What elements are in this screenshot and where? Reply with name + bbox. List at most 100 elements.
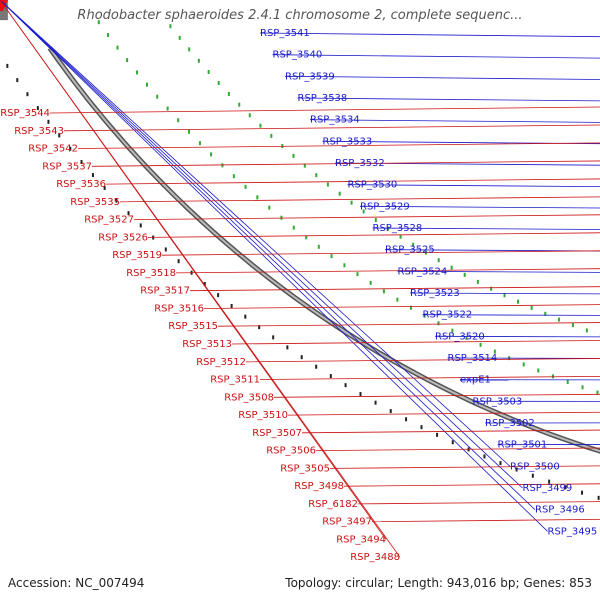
track-dot (305, 235, 308, 240)
topology-text: Topology: circular; Length: 943,016 bp; … (285, 576, 592, 590)
gene-label: RSP_3514 (448, 353, 498, 364)
leader-line (329, 465, 600, 469)
track-dot (221, 163, 224, 168)
track-dot (531, 473, 534, 478)
track-dot (343, 263, 346, 268)
track-dot (197, 58, 200, 63)
gene-label: RSP_3528 (373, 223, 423, 234)
track-dot (91, 173, 94, 178)
leader-line (0, 0, 401, 558)
track-dot (230, 303, 233, 308)
track-dot (232, 174, 235, 179)
track-dot (564, 485, 567, 490)
track-dot (389, 409, 392, 414)
track-dot (272, 335, 275, 340)
track-dot (530, 305, 533, 310)
leader-line (105, 178, 600, 185)
gene-label: RSP_3525 (385, 245, 435, 256)
leader-line (0, 0, 523, 489)
gene-label: RSP_3544 (0, 108, 50, 119)
track-dot (362, 209, 365, 214)
leader-line (372, 227, 600, 230)
track-dot (156, 94, 159, 99)
gene-label: RSP_3515 (168, 321, 218, 332)
leader-line (347, 184, 600, 188)
track-dot (69, 146, 72, 151)
track-dot (80, 160, 83, 165)
gene-label: RSP_3537 (42, 161, 92, 172)
track-dot (581, 385, 584, 390)
leader-line (63, 124, 600, 132)
map-title: Rhodobacter sphaeroides 2.4.1 chromosome… (77, 8, 523, 23)
gene-label: RSP_3538 (298, 93, 348, 104)
track-dot (420, 425, 423, 430)
gene-label: RSP_3501 (498, 440, 548, 451)
track-dot (522, 362, 525, 367)
track-dot (409, 305, 412, 310)
gene-label: RSP_3506 (266, 446, 316, 457)
gene-label: RSP_3517 (140, 286, 190, 297)
gene-label: RSP_3536 (56, 179, 106, 190)
gene-label: RSP_3523 (410, 288, 460, 299)
leader-line (434, 335, 600, 338)
leader-line (119, 196, 600, 203)
leader-line (287, 411, 600, 416)
gene-label: RSP_3516 (154, 304, 204, 315)
track-dot (292, 225, 295, 230)
leader-line (161, 250, 600, 256)
chromosome-backbone (47, 46, 600, 454)
gene-label: expE1 (460, 375, 491, 386)
track-dot (207, 69, 210, 74)
track-dot (436, 432, 439, 437)
gene-label: RSP_3502 (485, 418, 535, 429)
leader-line (497, 444, 600, 446)
track-dot (463, 272, 466, 277)
track-dot (166, 106, 169, 111)
track-dot (259, 123, 262, 128)
track-dot (210, 152, 213, 157)
track-dot (26, 92, 29, 97)
leader-line (175, 268, 600, 274)
leader-line (245, 358, 600, 363)
track-dot (356, 272, 359, 277)
track-dot (581, 490, 584, 495)
leader-line (217, 322, 600, 327)
leader-line (133, 214, 600, 220)
track-dot (387, 226, 390, 231)
gene-feature-34-shape (0, 0, 8, 21)
track-dot (300, 355, 303, 360)
gene-label: RSP_3494 (336, 535, 386, 546)
track-dot (479, 342, 482, 347)
leader-line (284, 75, 600, 80)
track-dot (369, 280, 372, 285)
gc-skew-dotted-tracks (6, 20, 600, 500)
gene-label: RSP_3505 (280, 463, 330, 474)
track-dot (145, 82, 148, 87)
gene-label: RSP_3522 (423, 310, 473, 321)
track-dot (16, 78, 19, 83)
track-dot (483, 454, 486, 459)
gene-label: RSP_3541 (260, 28, 310, 39)
track-dot (374, 218, 377, 223)
track-dot (47, 119, 50, 124)
leader-line (189, 286, 600, 292)
backbone-highlight (48, 47, 600, 453)
track-dot (493, 349, 496, 354)
gene-label: RSP_3510 (238, 410, 288, 421)
accession-text: Accession: NC_007494 (8, 576, 145, 590)
track-dot (126, 58, 129, 63)
leader-line (0, 0, 511, 467)
gene-labels: RSP_3541RSP_3540RSP_3539RSP_3538RSP_3534… (0, 28, 597, 563)
leader-line (272, 54, 600, 59)
gene-label: RSP_3533 (323, 136, 373, 147)
leader-line (0, 0, 536, 510)
track-dot (382, 289, 385, 294)
track-dot (558, 317, 561, 322)
track-dot (396, 297, 399, 302)
track-dot (238, 102, 241, 107)
leader-line (77, 142, 600, 149)
track-dot (116, 45, 119, 50)
track-dot (139, 223, 142, 228)
